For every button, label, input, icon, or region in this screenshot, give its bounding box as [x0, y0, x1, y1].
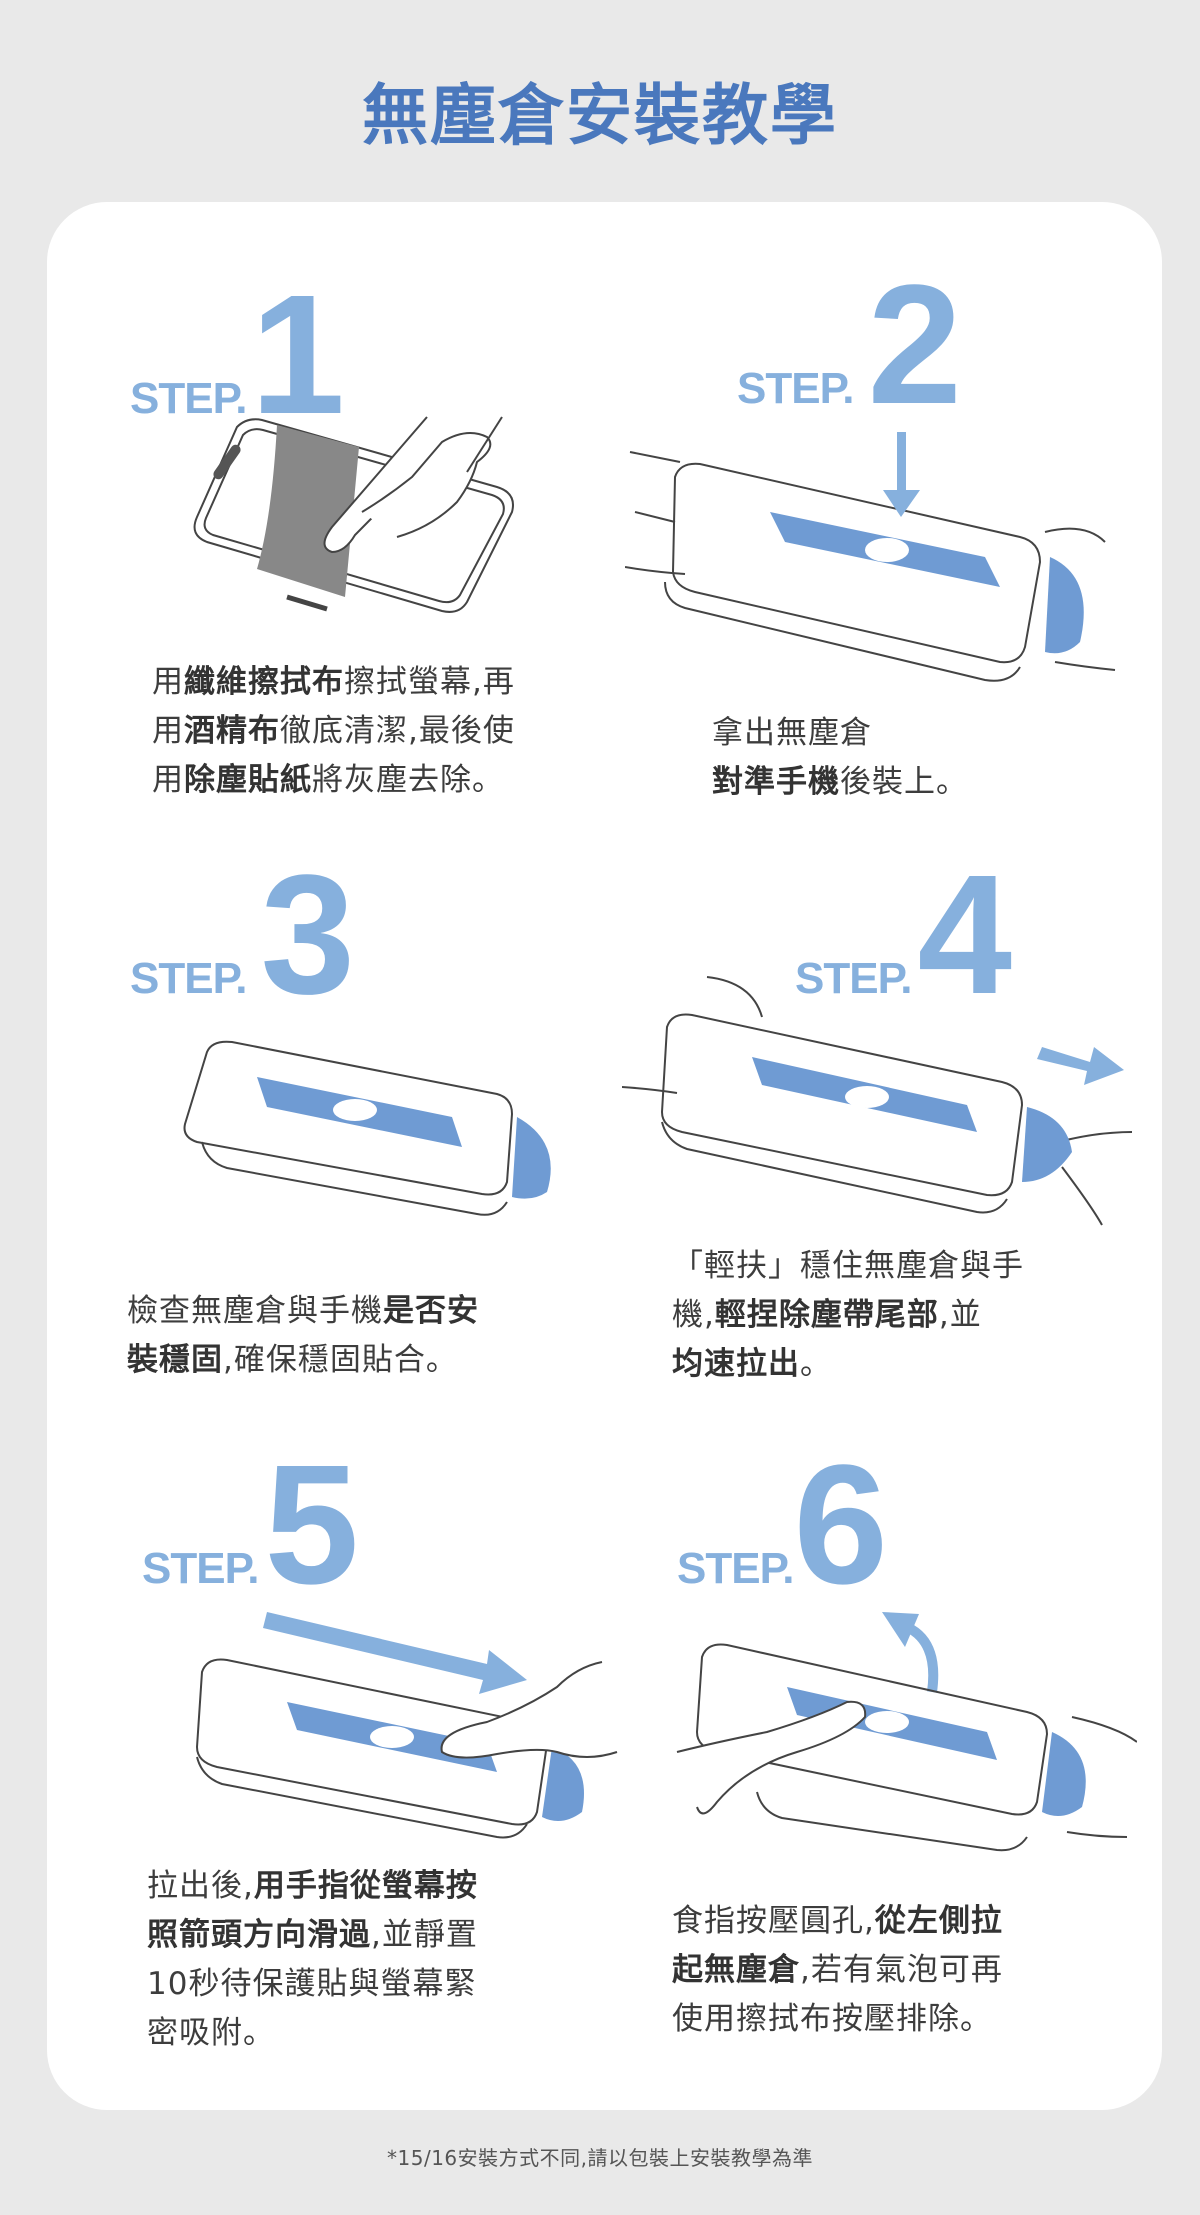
description-line: 對準手機後裝上。: [712, 758, 968, 807]
description-line: 使用擦拭布按壓排除。: [672, 1995, 1003, 2044]
emphasis-text: 裝穩固: [127, 1342, 223, 1378]
step-number: 4: [917, 840, 1012, 1030]
description-line: 均速拉出。: [672, 1340, 1024, 1389]
step-2-label: STEP. 2: [737, 250, 962, 440]
step-word: STEP.: [795, 954, 912, 1003]
description-line: 密吸附。: [147, 2009, 478, 2058]
text-run: 檢查無塵倉與手機: [127, 1293, 383, 1329]
page-title: 無塵倉安裝教學: [362, 77, 838, 154]
emphasis-text: 纖維擦拭布: [184, 664, 344, 700]
description-line: 機,輕捏除塵帶尾部,並: [672, 1291, 1024, 1340]
text-run: 拉出後,: [147, 1868, 254, 1904]
text-run: 拿出無塵倉: [712, 715, 872, 751]
step-4-label: STEP.4: [795, 840, 1012, 1030]
align-tray-on-phone-illustration: [625, 432, 1116, 682]
emphasis-text: 對準手機: [712, 764, 840, 800]
finger-swipe-illustration: [195, 1612, 618, 1839]
text-run: 後裝上。: [840, 764, 968, 800]
text-run: 10秒待保護貼與螢幕緊: [147, 1966, 477, 2002]
text-run: 用: [152, 713, 184, 749]
step-word: STEP.: [142, 1544, 259, 1593]
step-word: STEP.: [737, 364, 854, 413]
text-run: 使用擦拭布按壓排除。: [672, 2001, 992, 2037]
step-4-description: 「輕扶」穩住無塵倉與手機,輕捏除塵帶尾部,並均速拉出。: [672, 1242, 1024, 1389]
step-2-description: 拿出無塵倉對準手機後裝上。: [712, 709, 968, 807]
emphasis-text: 用手指從螢幕按: [253, 1868, 478, 1904]
text-run: 用: [152, 762, 184, 798]
description-line: 檢查無塵倉與手機是否安: [127, 1287, 479, 1336]
description-line: 用纖維擦拭布擦拭螢幕,再: [152, 658, 515, 707]
instruction-card: STEP.1 用纖維擦拭布擦拭螢幕,再用酒精布徹底清潔,最後使用除塵貼紙將灰塵去…: [47, 202, 1162, 2110]
description-line: 10秒待保護貼與螢幕緊: [147, 1960, 478, 2009]
step-3-description: 檢查無塵倉與手機是否安裝穩固,確保穩固貼合。: [127, 1287, 479, 1385]
step-number: 1: [250, 260, 345, 450]
description-line: 拿出無塵倉: [712, 709, 968, 758]
step-number: 2: [867, 250, 962, 440]
emphasis-text: 酒精布: [184, 713, 280, 749]
step-word: STEP.: [677, 1544, 794, 1593]
step-word: STEP.: [130, 954, 247, 1003]
text-run: 食指按壓圓孔,: [672, 1903, 875, 1939]
step-1-description: 用纖維擦拭布擦拭螢幕,再用酒精布徹底清潔,最後使用除塵貼紙將灰塵去除。: [152, 658, 515, 805]
emphasis-text: 除塵貼紙: [184, 762, 312, 798]
description-line: 用除塵貼紙將灰塵去除。: [152, 756, 515, 805]
emphasis-text: 照箭頭方向滑過: [147, 1917, 371, 1953]
description-line: 用酒精布徹底清潔,最後使: [152, 707, 515, 756]
step-number: 6: [793, 1430, 888, 1620]
emphasis-text: 從左側拉: [874, 1903, 1003, 1939]
text-run: ,若有氣泡可再: [800, 1952, 1003, 1988]
text-run: 機,: [672, 1297, 715, 1333]
description-line: 「輕扶」穩住無塵倉與手: [672, 1242, 1024, 1291]
step-number: 3: [260, 840, 355, 1030]
text-run: ,並: [938, 1297, 982, 1333]
emphasis-text: 輕捏除塵帶尾部: [714, 1297, 939, 1333]
phone-wiping-cloth-illustration: [193, 416, 514, 613]
footnote: *15/16安裝方式不同,請以包裝上安裝教學為準: [387, 2146, 813, 2170]
emphasis-text: 均速拉出: [672, 1346, 800, 1382]
text-run: 「輕扶」穩住無塵倉與手: [672, 1248, 1024, 1284]
step-5-label: STEP.5: [142, 1430, 359, 1620]
emphasis-text: 是否安: [383, 1293, 479, 1329]
step-1-label: STEP.1: [130, 260, 345, 450]
step-number: 5: [264, 1430, 359, 1620]
pull-dust-strip-illustration: [622, 976, 1133, 1226]
text-run: 。: [800, 1346, 832, 1382]
text-run: 徹底清潔,最後使: [280, 713, 515, 749]
tray-installed-illustration: [183, 1040, 551, 1216]
description-line: 裝穩固,確保穩固貼合。: [127, 1336, 479, 1385]
text-run: 用: [152, 664, 184, 700]
description-line: 食指按壓圓孔,從左側拉: [672, 1897, 1003, 1946]
lift-tray-illustration: [676, 1612, 1137, 1852]
step-6-description: 食指按壓圓孔,從左側拉起無塵倉,若有氣泡可再使用擦拭布按壓排除。: [672, 1897, 1003, 2044]
text-run: 擦拭螢幕,再: [344, 664, 515, 700]
description-line: 照箭頭方向滑過,並靜置: [147, 1911, 478, 1960]
text-run: ,並靜置: [371, 1917, 478, 1953]
text-run: 密吸附。: [147, 2015, 275, 2051]
step-word: STEP.: [130, 374, 247, 423]
step-6-label: STEP.6: [677, 1430, 888, 1620]
step-3-label: STEP. 3: [130, 840, 355, 1030]
description-line: 起無塵倉,若有氣泡可再: [672, 1946, 1003, 1995]
emphasis-text: 起無塵倉: [672, 1952, 800, 1988]
text-run: ,確保穩固貼合。: [223, 1342, 458, 1378]
description-line: 拉出後,用手指從螢幕按: [147, 1862, 478, 1911]
text-run: 將灰塵去除。: [312, 762, 504, 798]
